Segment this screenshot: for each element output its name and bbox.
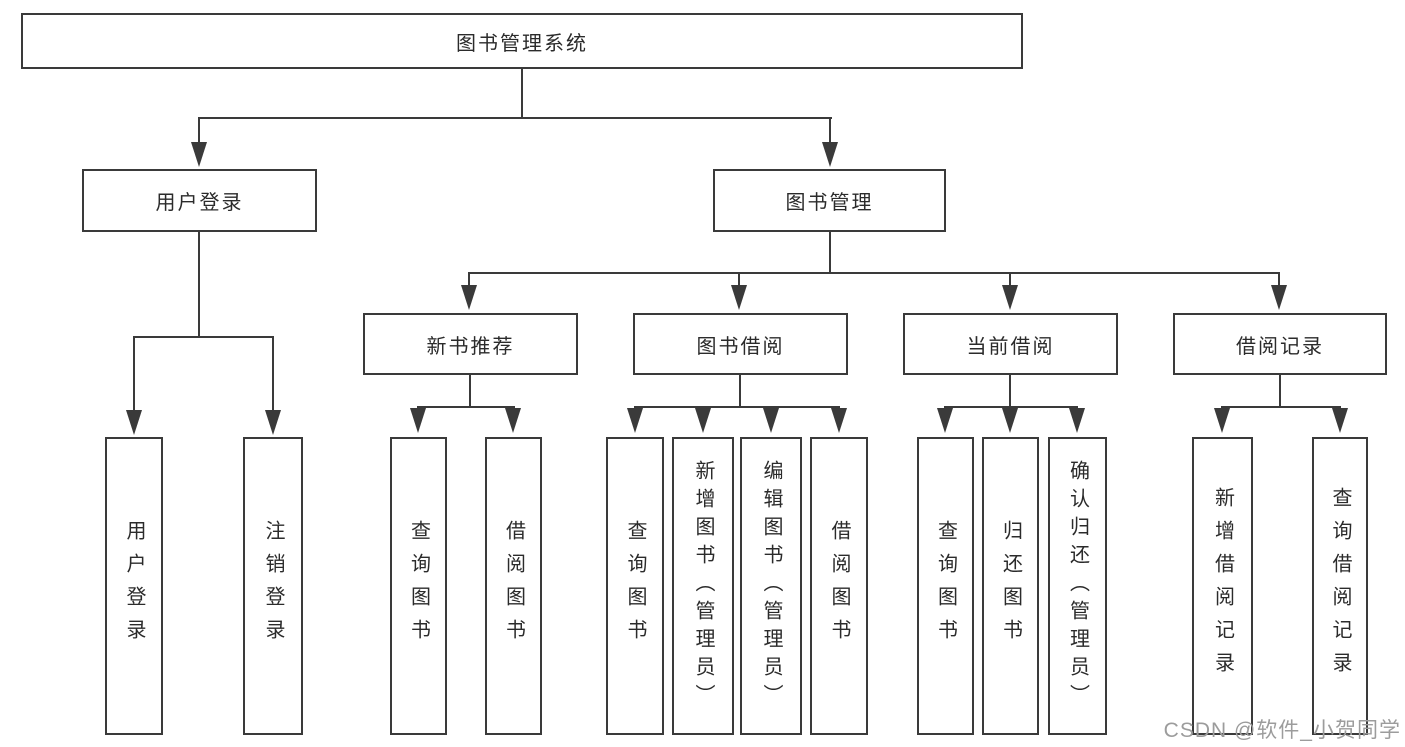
leaf-edit-book-admin-label: 编辑图书（管理员） — [760, 460, 782, 712]
leaf-borrow-books-1: 借阅图书 — [485, 437, 542, 735]
leaf-query-books-1: 查询图书 — [390, 437, 447, 735]
connector-stub — [1009, 272, 1011, 286]
leaf-confirm-return-admin-label: 确认归还（管理员） — [1066, 460, 1089, 712]
arrow-down-icon — [1002, 408, 1018, 433]
connector-stem — [1279, 375, 1281, 406]
arrow-down-icon — [265, 410, 281, 435]
node-user-login-label: 用户登录 — [155, 192, 244, 214]
node-current-borrow-label: 当前借阅 — [966, 335, 1055, 358]
leaf-confirm-return-admin: 确认归还（管理员） — [1048, 437, 1107, 735]
node-current-borrow: 当前借阅 — [903, 313, 1118, 375]
node-book-management-label: 图书管理 — [785, 192, 874, 214]
node-user-login: 用户登录 — [82, 169, 317, 232]
arrow-down-icon — [1271, 285, 1287, 310]
connector-bookmgmt-stem — [829, 232, 831, 272]
arrow-down-icon — [126, 410, 142, 435]
connector-stub — [738, 272, 740, 286]
leaf-query-books-3: 查询图书 — [917, 437, 974, 735]
node-book-borrow: 图书借阅 — [633, 313, 848, 375]
connector-userlogin-hline — [133, 336, 274, 338]
leaf-add-book-admin-label: 新增图书（管理员） — [692, 460, 714, 712]
connector-stub — [272, 336, 274, 411]
connector-bookmgmt-hline — [468, 272, 1280, 274]
node-library-system: 图书管理系统 — [21, 13, 1023, 69]
connector-stub — [468, 272, 470, 286]
arrow-down-icon — [410, 408, 426, 433]
connector-hline — [944, 406, 1078, 408]
node-borrow-records: 借阅记录 — [1173, 313, 1387, 375]
connector-stem — [1009, 375, 1011, 406]
leaf-query-books-2: 查询图书 — [606, 437, 664, 735]
leaf-borrow-books-2-label: 借阅图书 — [828, 520, 850, 652]
arrow-down-icon — [627, 408, 643, 433]
leaf-borrow-books-2: 借阅图书 — [810, 437, 868, 735]
leaf-return-book: 归还图书 — [982, 437, 1039, 735]
arrow-down-icon — [822, 142, 838, 167]
arrow-down-icon — [763, 408, 779, 433]
connector-stem — [469, 375, 471, 406]
node-book-management: 图书管理 — [713, 169, 946, 232]
node-new-book-recommend: 新书推荐 — [363, 313, 578, 375]
connector-hline — [1221, 406, 1341, 408]
connector-root-hline — [198, 117, 832, 119]
watermark: CSDN @软件_小贺同学 — [1163, 719, 1401, 742]
connector-stub — [133, 336, 135, 411]
leaf-query-borrow-record-label: 查询借阅记录 — [1329, 487, 1351, 685]
arrow-down-icon — [191, 142, 207, 167]
leaf-query-books-1-label: 查询图书 — [407, 520, 430, 652]
arrow-down-icon — [505, 408, 521, 433]
connector-stub — [829, 117, 831, 144]
connector-stem — [739, 375, 741, 406]
leaf-logout-label: 注销登录 — [262, 520, 284, 652]
node-borrow-records-label: 借阅记录 — [1236, 335, 1324, 358]
leaf-user-login: 用户登录 — [105, 437, 163, 735]
node-book-borrow-label: 图书借阅 — [696, 335, 785, 358]
arrow-down-icon — [731, 285, 747, 310]
arrow-down-icon — [1002, 285, 1018, 310]
connector-userlogin-stem — [198, 232, 200, 336]
leaf-add-book-admin: 新增图书（管理员） — [672, 437, 734, 735]
leaf-add-borrow-record: 新增借阅记录 — [1192, 437, 1253, 735]
leaf-edit-book-admin: 编辑图书（管理员） — [740, 437, 802, 735]
arrow-down-icon — [695, 408, 711, 433]
arrow-down-icon — [831, 408, 847, 433]
leaf-query-books-3-label: 查询图书 — [934, 520, 957, 652]
arrow-down-icon — [937, 408, 953, 433]
leaf-return-book-label: 归还图书 — [999, 520, 1022, 652]
arrow-down-icon — [1214, 408, 1230, 433]
leaf-query-borrow-record: 查询借阅记录 — [1312, 437, 1368, 735]
leaf-user-login-label: 用户登录 — [123, 520, 145, 652]
node-new-book-recommend-label: 新书推荐 — [426, 335, 515, 358]
arrow-down-icon — [461, 285, 477, 310]
connector-stub — [198, 117, 200, 144]
leaf-query-books-2-label: 查询图书 — [624, 520, 646, 652]
connector-stub — [1278, 272, 1280, 286]
connector-hline — [417, 406, 515, 408]
connector-hline — [634, 406, 840, 408]
leaf-logout: 注销登录 — [243, 437, 303, 735]
leaf-borrow-books-1-label: 借阅图书 — [502, 520, 525, 652]
arrow-down-icon — [1332, 408, 1348, 433]
leaf-add-borrow-record-label: 新增借阅记录 — [1211, 487, 1234, 685]
connector-root-stem — [521, 69, 523, 117]
arrow-down-icon — [1069, 408, 1085, 433]
node-library-system-label: 图书管理系统 — [456, 32, 588, 55]
